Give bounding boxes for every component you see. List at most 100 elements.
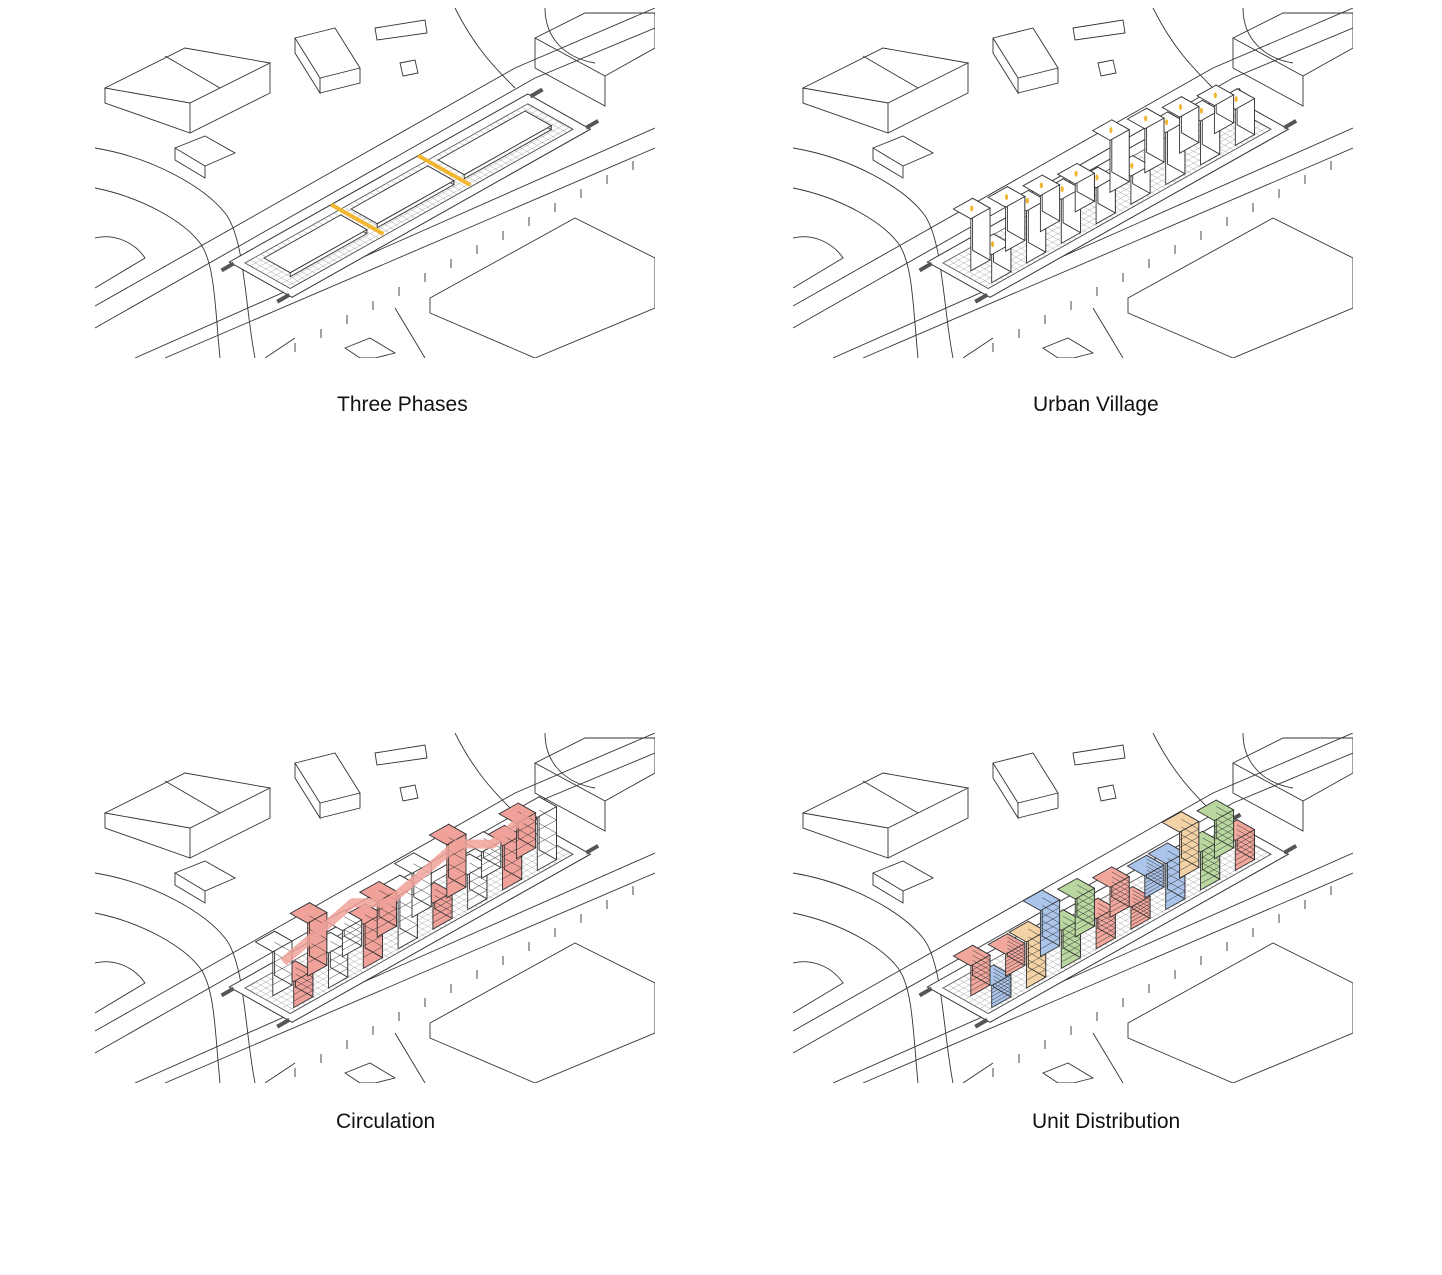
phases-layer bbox=[245, 104, 572, 289]
roof-light-icon bbox=[1075, 171, 1078, 177]
road-curve bbox=[545, 733, 595, 788]
context-building bbox=[1233, 738, 1353, 801]
road-edge bbox=[95, 8, 655, 306]
context-building bbox=[993, 753, 1058, 803]
context-building bbox=[345, 1063, 395, 1083]
context-building bbox=[105, 48, 270, 103]
road-edge bbox=[1093, 308, 1123, 358]
context-building bbox=[295, 753, 360, 803]
context-building bbox=[1128, 218, 1353, 358]
crosswalk bbox=[585, 844, 599, 854]
urban-village-drawing bbox=[793, 8, 1353, 358]
context-building bbox=[535, 13, 655, 76]
three-phases-diagram bbox=[95, 8, 655, 358]
context-building bbox=[535, 738, 655, 801]
road-curve bbox=[793, 873, 953, 1083]
crosswalk bbox=[919, 262, 933, 272]
road-curve bbox=[1243, 8, 1293, 63]
urban-village-caption: Urban Village bbox=[1033, 393, 1159, 417]
roof-light-icon bbox=[1179, 104, 1182, 110]
road-curve bbox=[793, 913, 918, 1083]
context-building bbox=[1018, 793, 1058, 818]
context-building bbox=[105, 88, 190, 133]
road-curve bbox=[793, 962, 843, 1013]
context-building bbox=[803, 813, 888, 858]
context-building bbox=[1073, 745, 1125, 765]
crosswalk bbox=[919, 987, 933, 997]
context-building bbox=[888, 788, 968, 858]
context-building bbox=[803, 88, 888, 133]
context-building bbox=[190, 788, 270, 858]
circulation-drawing bbox=[95, 733, 655, 1083]
context-building bbox=[375, 20, 427, 40]
context-building bbox=[430, 218, 655, 358]
context-building bbox=[1233, 13, 1353, 76]
context-building bbox=[295, 763, 320, 818]
unit-distribution-caption: Unit Distribution bbox=[1032, 1110, 1180, 1134]
crosswalk bbox=[221, 262, 235, 272]
roof-light-icon bbox=[970, 206, 973, 212]
crosswalk bbox=[1283, 844, 1297, 854]
context-building bbox=[1233, 763, 1303, 831]
context-building bbox=[190, 63, 270, 133]
road-edge bbox=[793, 8, 1353, 306]
context-building bbox=[993, 763, 1018, 818]
road-edge bbox=[963, 1063, 993, 1083]
context-building bbox=[400, 785, 418, 801]
circulation-layer bbox=[245, 797, 572, 1014]
context-building bbox=[105, 813, 190, 858]
site-context bbox=[95, 8, 655, 358]
context-building bbox=[1128, 943, 1353, 1083]
context-building bbox=[1043, 1063, 1093, 1083]
context-building bbox=[803, 773, 968, 828]
road-curve bbox=[1153, 733, 1213, 813]
context-building bbox=[165, 56, 220, 88]
crosswalk bbox=[1283, 119, 1297, 129]
context-building bbox=[863, 781, 918, 813]
context-building bbox=[175, 136, 235, 166]
circulation-caption: Circulation bbox=[336, 1110, 435, 1134]
road-curve bbox=[793, 188, 918, 358]
context-building bbox=[175, 861, 235, 891]
circulation-diagram bbox=[95, 733, 655, 1083]
roof-light-icon bbox=[991, 241, 994, 247]
context-building bbox=[295, 28, 360, 78]
site-context bbox=[793, 733, 1353, 1083]
roof-light-icon bbox=[1040, 182, 1043, 188]
road-curve bbox=[793, 237, 843, 288]
roof-light-icon bbox=[1144, 116, 1147, 122]
three-phases-drawing bbox=[95, 8, 655, 358]
roof-light-icon bbox=[1130, 163, 1133, 169]
context-building bbox=[105, 773, 270, 828]
context-building bbox=[863, 56, 918, 88]
roof-light-icon bbox=[1200, 108, 1203, 114]
road-curve bbox=[545, 8, 595, 63]
road-curve bbox=[95, 873, 255, 1083]
roof-light-icon bbox=[1165, 119, 1168, 125]
units-layer bbox=[943, 800, 1270, 1013]
context-building bbox=[165, 781, 220, 813]
context-building bbox=[535, 38, 605, 106]
road-curve bbox=[95, 962, 145, 1013]
road-edge bbox=[1093, 1033, 1123, 1083]
context-building bbox=[873, 136, 933, 166]
crosswalk bbox=[221, 987, 235, 997]
road-curve bbox=[95, 188, 220, 358]
road-curve bbox=[1243, 733, 1293, 788]
road-edge bbox=[395, 1033, 425, 1083]
road-edge bbox=[265, 338, 295, 358]
context-building bbox=[1073, 20, 1125, 40]
unit-distribution-diagram bbox=[793, 733, 1353, 1083]
context-building bbox=[888, 63, 968, 133]
road-edge bbox=[793, 753, 1353, 1053]
context-building bbox=[375, 745, 427, 765]
context-building bbox=[320, 68, 360, 93]
context-building bbox=[430, 943, 655, 1083]
urban-village-diagram bbox=[793, 8, 1353, 358]
road-curve bbox=[95, 237, 145, 288]
road-edge bbox=[395, 308, 425, 358]
crosswalk bbox=[585, 119, 599, 129]
road-edge bbox=[265, 1063, 295, 1083]
context-building bbox=[295, 38, 320, 93]
roof-light-icon bbox=[1005, 194, 1008, 200]
